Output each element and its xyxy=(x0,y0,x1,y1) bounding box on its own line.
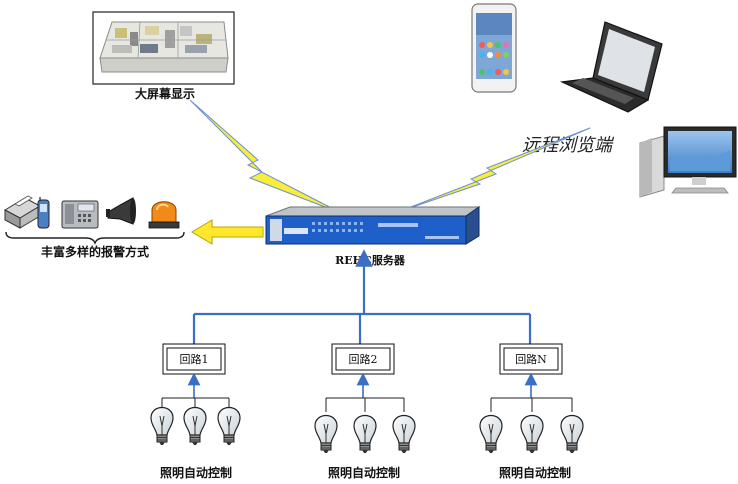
floor-plan-icon xyxy=(92,11,235,85)
circuit-box-1: 回路1 xyxy=(162,343,226,375)
circuit-box-n: 回路N xyxy=(499,343,563,375)
bulb-group-2 xyxy=(314,397,416,454)
server-label: REHC服务器 xyxy=(335,253,406,267)
server-icon xyxy=(265,206,481,245)
siren-speaker-icon xyxy=(106,197,136,225)
circuit-n-caption: 照明自动控制 xyxy=(499,465,571,480)
printer-icon xyxy=(3,195,42,229)
circuit-box-2: 回路2 xyxy=(331,343,395,375)
alarm-group-brace xyxy=(5,231,185,245)
big-screen-label: 大屏幕显示 xyxy=(135,86,195,101)
laptop-icon xyxy=(559,21,663,113)
lightning-link-right xyxy=(397,127,591,213)
telephone-icon xyxy=(61,200,99,229)
circuit-2-caption: 照明自动控制 xyxy=(328,465,400,480)
mobile-icon xyxy=(37,197,50,229)
circuit-1-caption: 照明自动控制 xyxy=(160,465,232,480)
alarm-lamp-icon xyxy=(148,201,180,229)
desktop-icon xyxy=(639,126,737,198)
circuit-2-label: 回路2 xyxy=(349,353,378,366)
phone-icon xyxy=(471,3,517,93)
lightning-link-left xyxy=(189,99,344,215)
bulb-uplinks xyxy=(187,372,538,398)
bus-lines xyxy=(192,312,532,344)
bulb-group-n xyxy=(479,397,584,454)
circuit-n-label: 回路N xyxy=(515,353,547,366)
circuit-1-label: 回路1 xyxy=(180,353,209,366)
alarm-arrow xyxy=(191,219,264,245)
bulb-group-1 xyxy=(150,397,241,446)
remote-browse-label: 远程浏览端 xyxy=(522,135,615,156)
alarm-methods-label: 丰富多样的报警方式 xyxy=(41,244,149,259)
